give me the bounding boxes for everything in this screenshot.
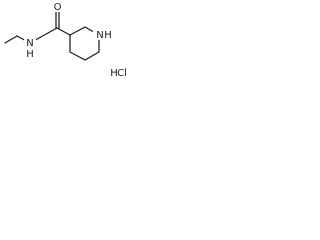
carbonyl-oxygen-label: O [54,2,62,13]
ring-hydrogen-label: H [104,30,112,41]
amide-hydrogen-label: H [26,49,34,60]
bond-ring-c5-c4 [69,51,86,61]
bond-carbonyl-ring-c3 [56,27,71,36]
amide-nitrogen-label: N [26,38,33,49]
salt-chlorine-label: Cl [117,68,127,79]
amide-nh-mask [24,38,36,60]
bond-ring-c6-c5 [84,51,100,61]
bond-ring-c3-c2 [69,26,86,36]
ring-nh-mask [93,30,113,40]
carbonyl-o-mask [51,2,63,12]
structure-diagram: O N H N H H Cl [4,2,127,79]
ring-nitrogen-label: N [96,30,103,41]
bond-ethyl-ch3-ch2 [4,35,18,44]
salt-hydrogen-label: H [110,68,118,79]
